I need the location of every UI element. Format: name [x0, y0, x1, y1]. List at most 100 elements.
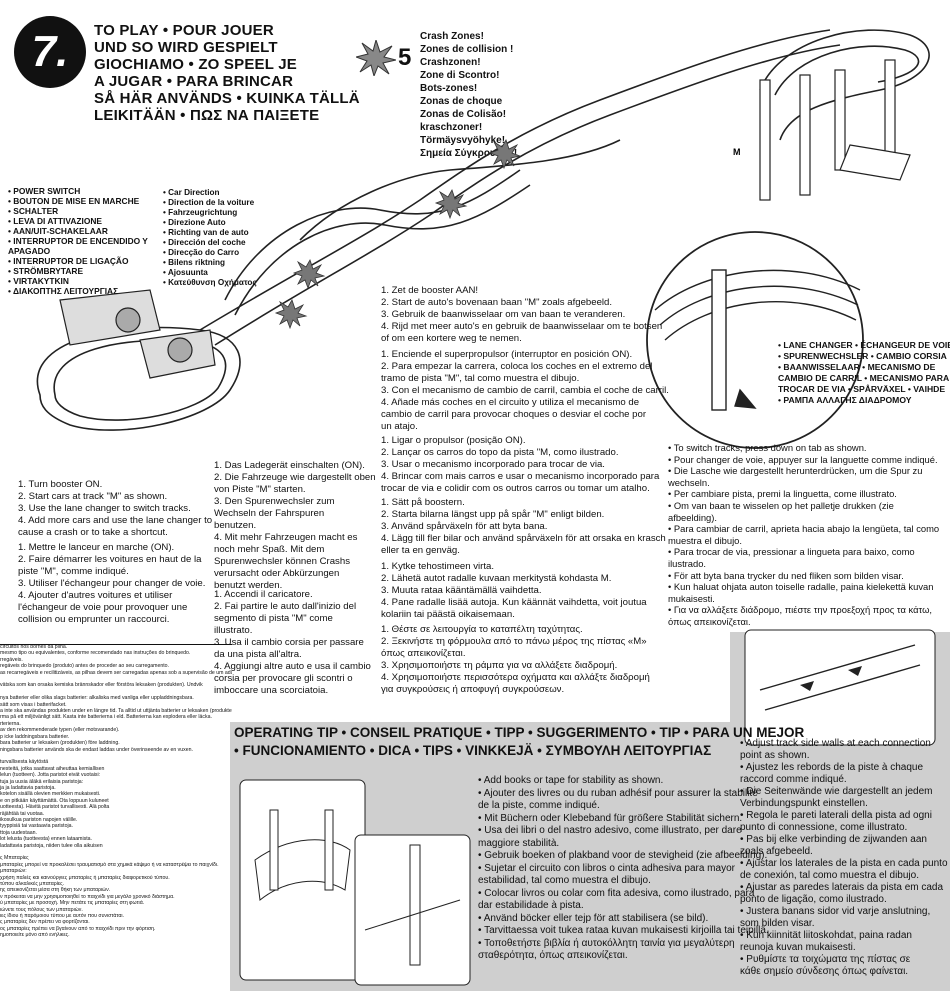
instruction-line: 3. Använd spårväxeln för att byta bana. [381, 521, 548, 532]
safety-line: a inte ska användas produkten under en l… [0, 708, 232, 715]
instruction-line: imboccare una scorciatoia. [214, 685, 329, 696]
car-direction-label: • Fahrzeugrichtung [163, 208, 238, 217]
car-direction-label: • Direction de la voiture [163, 198, 255, 207]
tip-walls-line: zoals afgebeeld. [740, 846, 813, 857]
safety-line: μπαταριών: [0, 868, 27, 875]
crash-zone-label: Zone di Scontro! [420, 70, 500, 81]
instructions-fi: 1. Kytke tehostimeen virta.2. Lähetä aut… [381, 561, 647, 621]
tip-stability-line: dar estabilidade à pista. [478, 900, 584, 911]
lane-changer-label: • SPURENWECHSLER • CAMBIO CORSIA [778, 351, 947, 361]
safety-line: rma på ett miljövänligt sätt. Kasta inte… [0, 714, 212, 721]
safety-line: e on pitkään käyttämättä. Ota loppuun ku… [0, 797, 109, 804]
tip-stability-line: • Mit Büchern oder Klebeband für größere… [478, 812, 743, 824]
switch-tracks-line: ilustrado. [668, 557, 707, 569]
instruction-line: 4. Lägg till fler bilar och använd spårv… [381, 533, 666, 544]
power-switch-label: • STRÖMBRYTARE [8, 266, 84, 276]
tip-walls-line: • Ajustar as paredes laterais da pista e… [740, 882, 944, 893]
tip-walls-line: • Pas bij elke verbinding de zijwanden a… [740, 834, 927, 845]
crash-zone-count: 5 [398, 44, 412, 71]
instruction-line: 4. Add more cars and use the lane change… [18, 515, 213, 526]
safety-line: lot lelusta (tuotteesta) ennen lataamist… [0, 836, 92, 843]
instruction-line: 3. Gebruik de baanwisselaar om van baan … [381, 309, 626, 320]
instruction-line: 1. Das Ladegerät einschalten (ON). [214, 460, 365, 471]
safety-line: av den rekommenderade typen (eller motsv… [0, 727, 120, 734]
tip-walls-line: • Justera banans sidor vid varje anslutn… [740, 906, 931, 917]
instruction-line: 2. Start de auto's bovenaan baan "M" zoa… [381, 297, 613, 308]
step-number-badge: 7. [14, 16, 86, 88]
instruction-line: 1. Sätt på boostern. [381, 497, 465, 508]
instruction-line: 3. Usa il cambio corsia per passare [214, 637, 364, 648]
tip-stability-line: • Ajouter des livres ou du ruban adhésif… [478, 787, 758, 799]
tip-walls-line: som bilden visar. [740, 918, 815, 929]
car-direction-label: • Direzione Auto [163, 218, 226, 227]
instructions-fr: 1. Mettre le lanceur en marche (ON).2. F… [18, 542, 205, 626]
safety-line: mesmo tipo ou equivalentes, conforme rec… [0, 650, 191, 657]
switch-tracks-instructions: • To switch tracks, press down on tab as… [668, 442, 939, 628]
crash-zone-label: Zones de collision ! [420, 44, 514, 55]
instruction-line: 4. Pane radalle lisää autoja. Kun käännä… [381, 597, 647, 608]
safety-line: ς Μπαταρίες [0, 855, 29, 862]
safety-line: ladattavia paristoja, niiden tulee olla … [0, 842, 103, 849]
instruction-line: 2. Fai partire le auto dall'inizio del [214, 601, 357, 612]
instruction-line: tramo de pista "M", tal como muestra el … [381, 373, 580, 384]
title-line: GIOCHIAMO • ZO SPEEL JE [94, 56, 297, 73]
instructions-it: 1. Accendi il caricatore.2. Fai partire … [214, 589, 371, 697]
car-direction-label: • Κατεύθυνση Οχήματος [163, 278, 257, 287]
safety-line: χρήση παλιές και καινούργιες μπαταρίες ή… [0, 874, 170, 881]
tip-walls-line: reunoja kuvan mukaisesti. [740, 942, 856, 953]
safety-line: p icke laddningsbara batterier. [0, 733, 70, 740]
instruction-line: 1. Enciende el superpropulsor (interrupt… [381, 349, 633, 360]
power-switch-label: • VIRTAKYTKIN [8, 276, 69, 286]
safety-line: ύ μπαταρίες με προσοχή. Μην πετάτε τις μ… [0, 900, 145, 907]
car-direction-labels: • Car Direction• Direction de la voiture… [163, 188, 257, 288]
tip-stability-line: • Add books or tape for stability as sho… [478, 775, 664, 786]
safety-line: nesteitä, jotka saattavat aiheuttaa kemi… [0, 765, 105, 772]
tip-walls-line: • Ρυθμίστε τα τοιχώματα της πίστας σε [740, 954, 911, 965]
safety-line: tyyppisiä tai vastaavia paristoja. [0, 823, 73, 830]
car-direction-label: • Ajosuunta [163, 268, 208, 277]
car-direction-label: • Bilens riktning [163, 258, 226, 267]
instruction-line: piste "M", comme indiqué. [18, 566, 129, 577]
instruction-line: 4. Mit mehr Fahrzeugen macht es [214, 532, 358, 543]
battery-safety-text: circuitos nos bornes da pilha.mesmo tipo… [0, 644, 232, 984]
tip-walls-line: • Regola le pareti laterali della pista … [740, 810, 932, 821]
instruction-line: cambio de carril para provocar choques o… [381, 409, 647, 420]
tip-walls-line: de conexión, tal como muestra el dibujo. [740, 870, 919, 881]
safety-line: ιώνετε τους πόλους των μπαταριών. [0, 906, 83, 913]
tip-walls-line: • Ajustez les rebords de la piste à chaq… [740, 762, 924, 773]
instruction-line: verursacht oder Abkürzungen [214, 568, 340, 579]
instruction-line: collision ou emprunter un raccourci. [18, 614, 170, 625]
tip-side-walls-text: • Adjust track side walls at each connec… [740, 738, 948, 978]
crash-zone-label: Törmäysvyöhyke! [420, 135, 506, 146]
instruction-line: 2. Lähetä autot radalle kuvaan merkityst… [381, 573, 612, 584]
instruction-line: of om een kortere weg te nemen. [381, 333, 522, 344]
tip-walls-line: ponto de ligação, como ilustrado. [740, 894, 887, 905]
switch-tracks-line: • Per cambiare pista, premi la linguetta… [668, 488, 897, 500]
lane-changer-label: CAMBIO DE CARRIL • MECANISMO PARA [778, 373, 950, 383]
safety-line: nya batterier eller olika slags batterie… [0, 695, 194, 702]
tip-stability-line: de la piste, comme indiqué. [478, 800, 600, 811]
operating-tip-title: OPERATING TIP • CONSEIL PRATIQUE • TIPP … [234, 724, 804, 760]
instruction-line: 1. Kytke tehostimeen virta. [381, 561, 495, 572]
instruction-line: 4. Aggiungi altre auto e usa il cambio [214, 661, 371, 672]
instruction-line: kolariin tai päästä oikaisemaan. [381, 609, 515, 620]
instruction-line: 2. Lançar os carros do topo da pista "M,… [381, 447, 619, 458]
instruction-line: 3. Use the lane changer to switch tracks… [18, 503, 191, 514]
power-switch-label: APAGADO [8, 246, 51, 256]
safety-line: ikosulkua pariston napojen välille. [0, 816, 78, 823]
safety-line: uotteesta). Hävitä paristot turvallisest… [0, 804, 110, 811]
safety-line: rterierna. [0, 720, 21, 727]
instructions-de: 1. Das Ladegerät einschalten (ON).2. Die… [214, 460, 376, 592]
safety-line: ν πρόκειται να μην χρησιμοποιηθεί το παι… [0, 893, 175, 900]
switch-tracks-line: mukaisesti. [668, 592, 715, 604]
title-line: LEIKITÄÄN • ΠΩΣ ΝΑ ΠΑΙΞΕΤΕ [94, 107, 320, 124]
crash-zone-label: Crash Zones! [420, 31, 484, 42]
power-switch-label: • POWER SWITCH [8, 186, 81, 196]
safety-line: ja ja ladattavia paristoja. [0, 784, 56, 791]
tip-title-line: OPERATING TIP • CONSEIL PRATIQUE • TIPP … [234, 725, 805, 740]
switch-tracks-line: όπως απεικονίζεται. [668, 615, 751, 627]
instruction-line: da una pista all'altra. [214, 649, 302, 660]
instruction-line: 2. Para empezar la carrera, coloca los c… [381, 361, 653, 372]
power-switch-label: • INTERRUPTOR DE LIGAÇÃO [8, 256, 129, 266]
